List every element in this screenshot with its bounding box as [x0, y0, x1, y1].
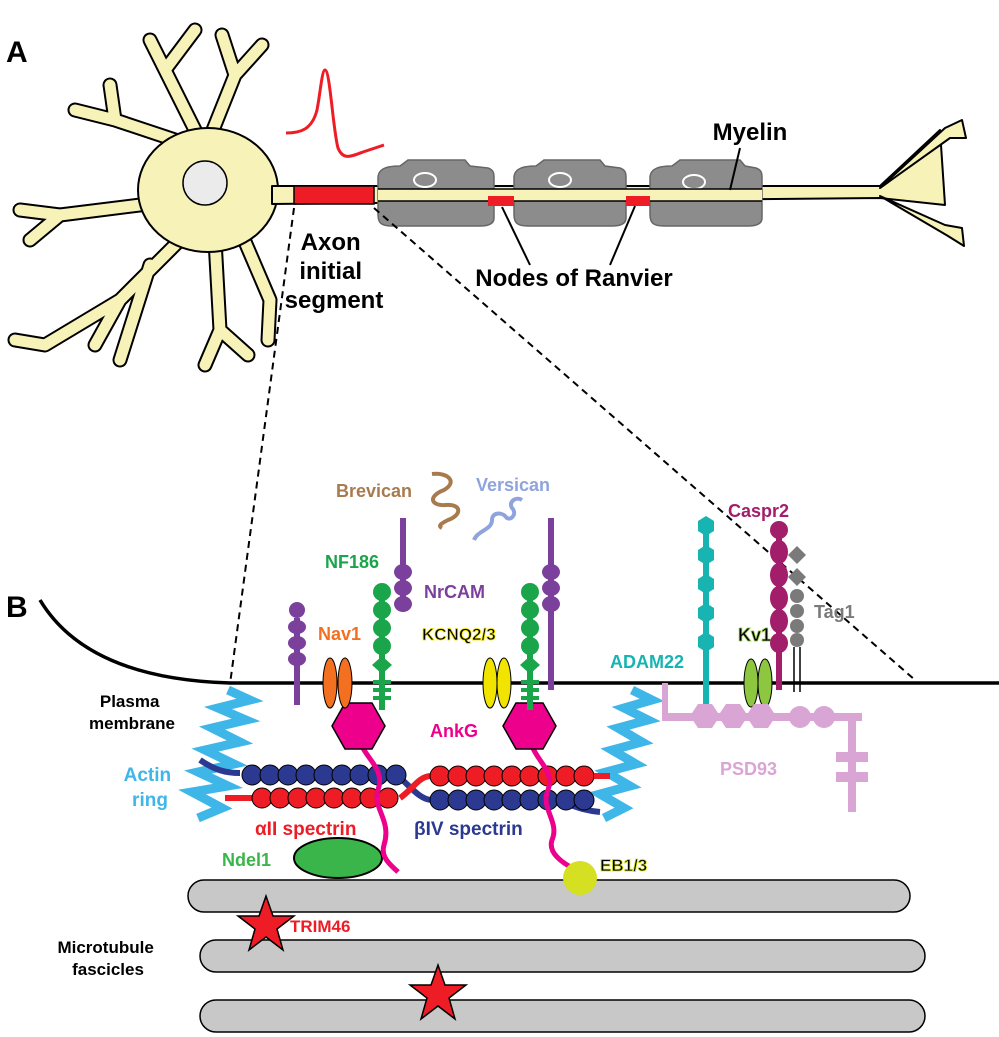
axon-terminal-upper — [879, 119, 967, 189]
ankg-label: AnkG — [430, 721, 478, 741]
action-potential-trace — [285, 68, 385, 158]
trim46-star-1 — [235, 893, 297, 952]
nrcam-right — [542, 518, 560, 690]
microtubule-3 — [199, 999, 926, 1033]
ais-label: Axon initial segment — [285, 229, 384, 314]
nf186-left — [372, 583, 392, 710]
plasma-membrane — [38, 599, 999, 685]
panel-b-label: B — [6, 591, 28, 624]
nucleus — [182, 160, 228, 206]
biv-spectrin-label: βIV spectrin — [414, 819, 523, 840]
adam22 — [698, 516, 714, 706]
ais-label-line3: segment — [285, 287, 384, 314]
eb13-label: EB1/3 — [600, 856, 647, 875]
node-of-ranvier-1 — [488, 196, 514, 206]
brevican-squiggle — [431, 471, 461, 530]
psd93 — [662, 683, 868, 812]
panel-a-label: A — [6, 36, 28, 69]
ndel1-label: Ndel1 — [222, 850, 271, 870]
microtubule-fascicles-label: Microtubule fascicles — [57, 938, 158, 979]
nf186-right — [520, 583, 540, 710]
ndel1 — [293, 837, 383, 879]
aii-spectrin-label: αII spectrin — [255, 819, 356, 840]
nrcam-label: NrCAM — [424, 582, 485, 602]
plasma-membrane-label: Plasma membrane — [89, 692, 175, 733]
kv1-channel — [743, 658, 773, 708]
tag1-label: Tag1 — [814, 602, 855, 622]
kcnq-channel — [482, 657, 512, 709]
plasma-membrane-label-line1: Plasma — [100, 692, 160, 711]
trim46-star-2 — [407, 962, 469, 1021]
tag1 — [788, 546, 806, 692]
myelin-label: Myelin — [713, 119, 788, 146]
node-of-ranvier-2 — [626, 196, 650, 206]
aii-spectrin-link-mid — [398, 773, 431, 801]
biv-spectrin-link-left — [198, 757, 241, 776]
actin-ring-label-line2: ring — [132, 790, 168, 811]
biv-spectrin-row-right — [429, 789, 595, 811]
adam22-label: ADAM22 — [610, 652, 684, 672]
actin-ring-label-line1: Actin — [124, 765, 172, 786]
nav1-channel — [322, 657, 353, 709]
actin-ring-label: Actin ring — [124, 765, 177, 811]
nav1-label: Nav1 — [318, 624, 361, 644]
microtubule-fascicles-label-line1: Microtubule — [57, 938, 153, 957]
aii-spectrin-row-right — [429, 765, 595, 787]
actin-ring-left — [178, 685, 264, 823]
myelin-leader — [729, 147, 741, 191]
versican-label: Versican — [476, 475, 550, 495]
node-leader-1 — [501, 206, 531, 266]
microtubule-fascicles-label-line2: fascicles — [72, 960, 144, 979]
caspr2-label: Caspr2 — [728, 501, 789, 521]
ais-label-line1: Axon — [301, 229, 361, 256]
caspr2 — [770, 521, 788, 690]
ankg-tail-left — [359, 744, 400, 874]
nrcam-left — [394, 518, 412, 612]
ankg-left — [331, 702, 386, 750]
microtubule-2 — [199, 939, 926, 973]
ais-segment — [293, 185, 375, 205]
microtubule-1 — [187, 879, 911, 913]
psd93-label: PSD93 — [720, 759, 777, 779]
axon-through-myelin — [378, 188, 762, 202]
trim46-label: TRIM46 — [290, 917, 350, 936]
versican-squiggle — [472, 496, 524, 541]
zoom-line-left — [229, 207, 295, 685]
eb13 — [563, 861, 597, 895]
ankg-tail-right — [529, 744, 578, 873]
kv1-label: Kv1 — [738, 625, 771, 645]
brevican-label: Brevican — [336, 481, 412, 501]
node-leader-2 — [609, 205, 636, 266]
nf186-label: NF186 — [325, 552, 379, 572]
nrcam-left-small — [288, 602, 306, 705]
plasma-membrane-label-line2: membrane — [89, 714, 175, 733]
axon-terminal-lower — [879, 195, 965, 247]
ankg-right — [502, 702, 557, 750]
ais-label-line2: initial — [299, 258, 362, 285]
aii-spectrin-row-left — [251, 787, 399, 809]
kcnq-label: KCNQ2/3 — [422, 625, 496, 644]
neuron-dendrites-fill — [9, 24, 276, 371]
nodes-of-ranvier-label: Nodes of Ranvier — [475, 265, 672, 292]
actin-ring-right — [588, 685, 665, 823]
